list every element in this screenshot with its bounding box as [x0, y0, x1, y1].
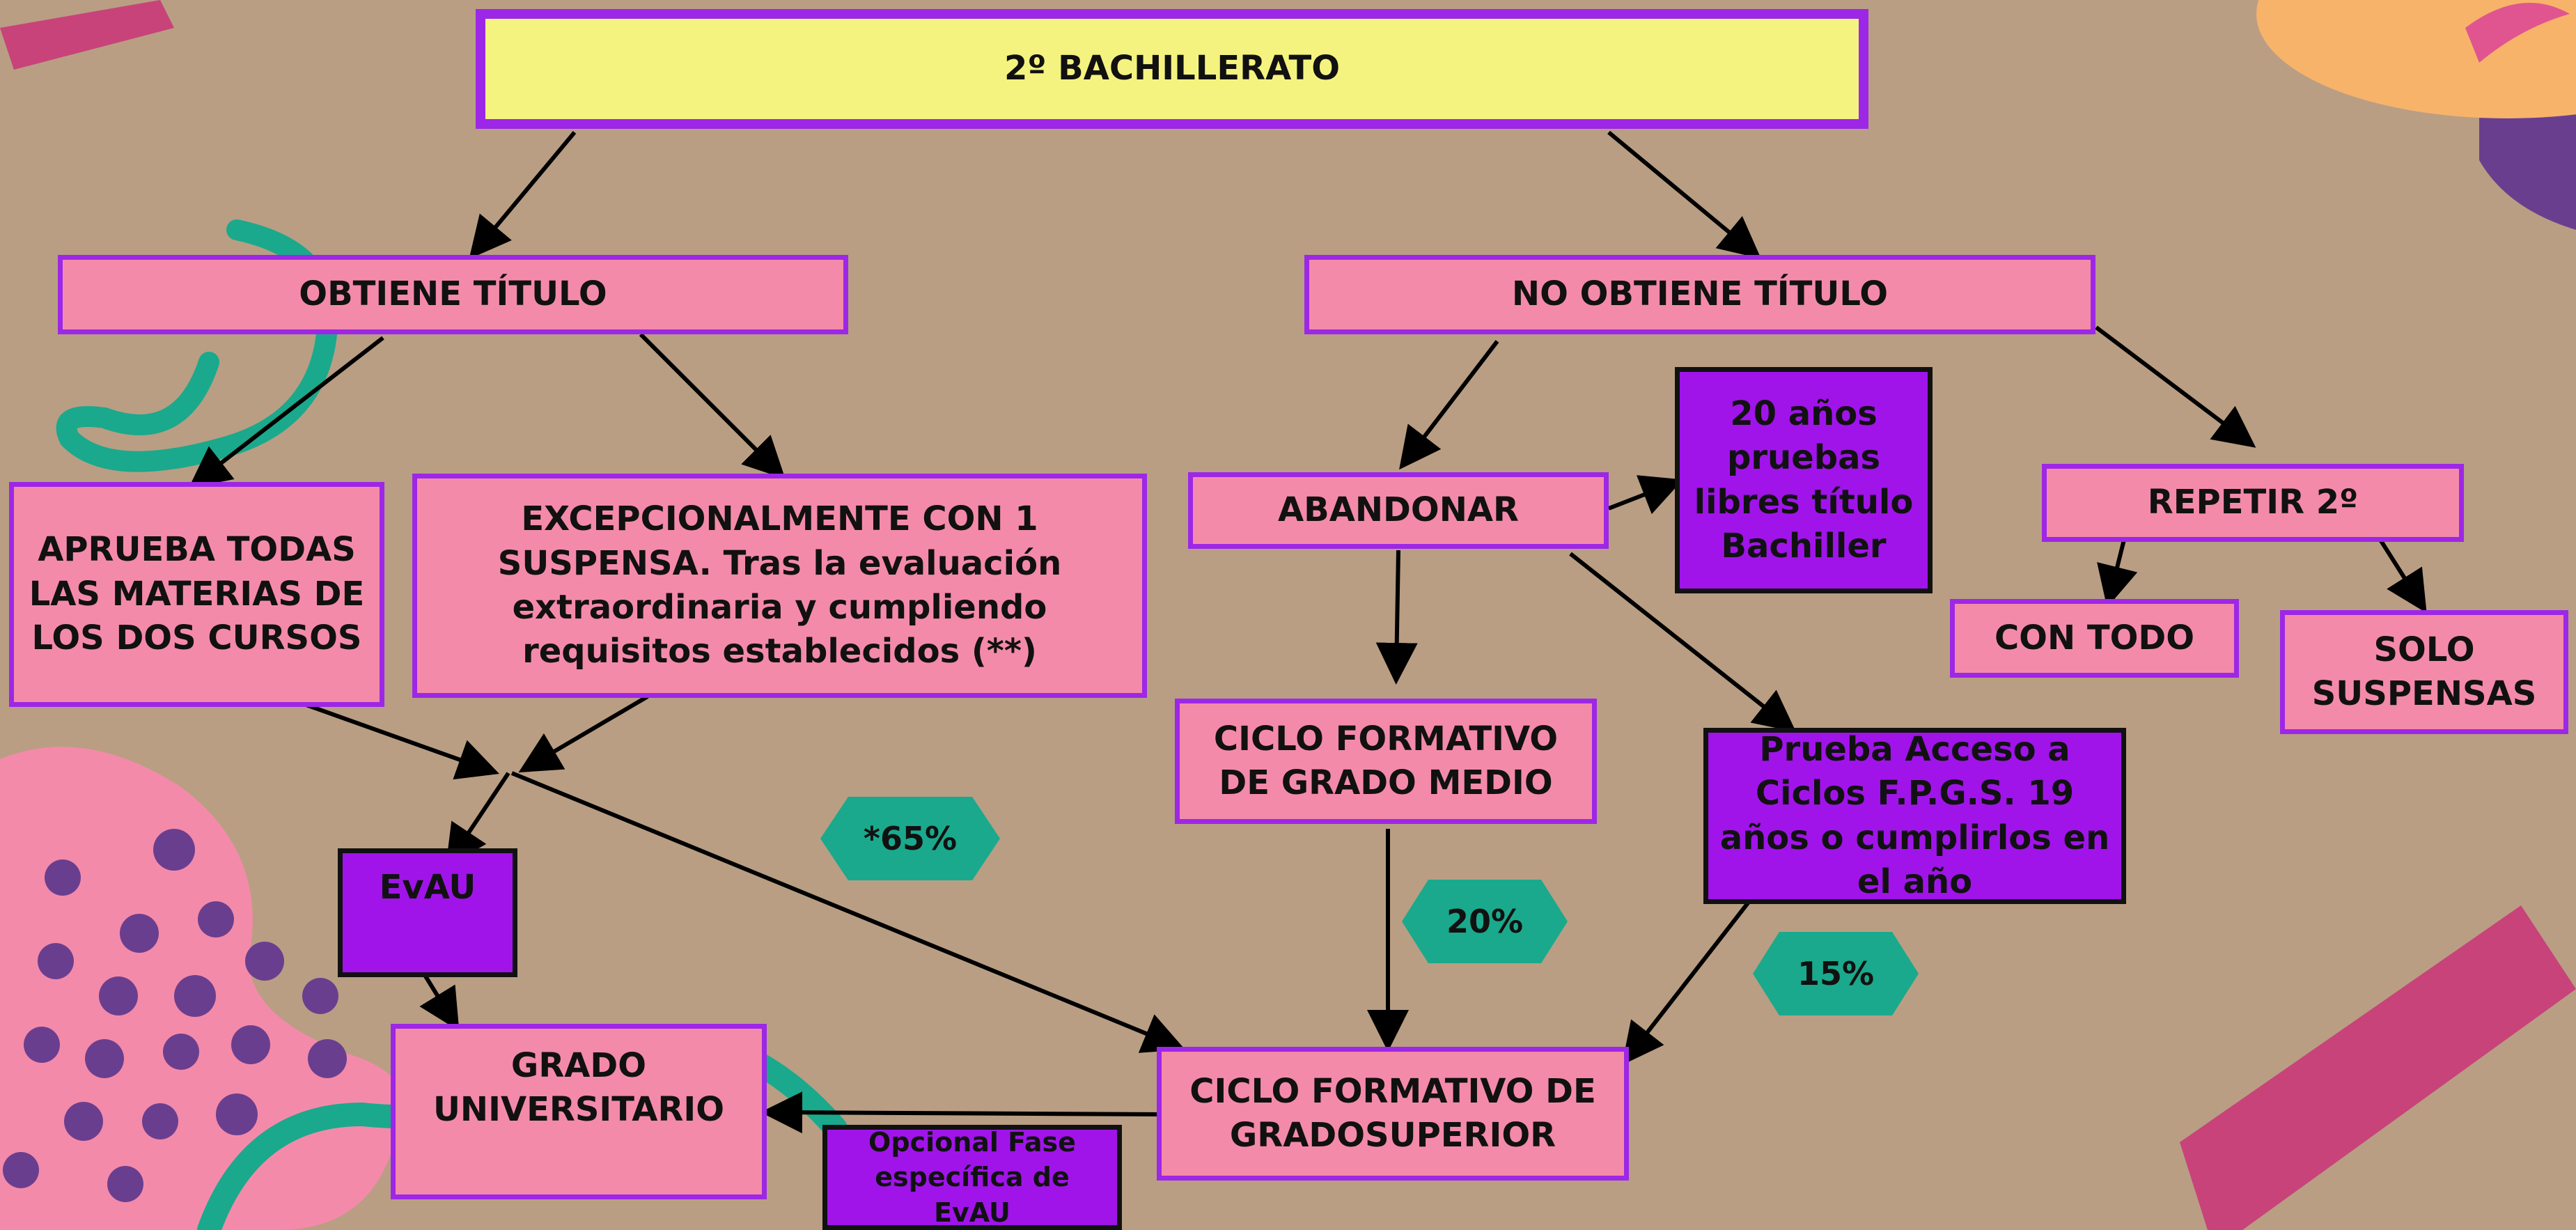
arrow	[1375, 550, 1418, 685]
percentage-65-label: *65%	[863, 820, 958, 857]
percentage-hexagon-20: 20%	[1402, 880, 1568, 963]
arrow	[291, 698, 499, 780]
arrow	[639, 332, 786, 479]
pruebas-libres-label: 20 años pruebas libres título Bachiller	[1694, 394, 1914, 566]
repetir-label: REPETIR 2º	[2147, 483, 2359, 522]
con-todo-box: CON TODO	[1950, 599, 2239, 678]
arrow	[1607, 130, 1761, 259]
arrow	[2097, 539, 2138, 608]
grid-tape-decoration	[2180, 905, 2576, 1230]
obtiene-titulo-box: OBTIENE TÍTULO	[58, 255, 848, 334]
dots-decoration	[3, 829, 347, 1202]
percentage-20-label: 20%	[1446, 903, 1524, 940]
arrow	[1399, 340, 1499, 470]
ciclo-medio-box: CICLO FORMATIVO DE GRADO MEDIO	[1175, 699, 1597, 824]
title-text: 2º BACHILLERATO	[1004, 49, 1341, 88]
ciclo-superior-label: CICLO FORMATIVO DE GRADOSUPERIOR	[1189, 1071, 1596, 1155]
hexagon-shape	[1753, 932, 1919, 1015]
arrow	[518, 694, 649, 773]
obtiene-titulo-label: OBTIENE TÍTULO	[299, 274, 607, 314]
hexagon-shape	[1402, 880, 1568, 963]
abandonar-box: ABANDONAR	[1188, 472, 1609, 549]
grado-universitario-box: GRADO UNIVERSITARIO	[391, 1024, 767, 1199]
ciclo-medio-label: CICLO FORMATIVO DE GRADO MEDIO	[1213, 719, 1559, 802]
ciclo-superior-box: CICLO FORMATIVO DE GRADOSUPERIOR	[1157, 1047, 1629, 1181]
percentage-15-label: 15%	[1797, 955, 1875, 992]
arrow	[2378, 538, 2427, 614]
con-todo-label: CON TODO	[1994, 618, 2195, 657]
hexagon-shape	[820, 797, 1000, 880]
percentage-hexagon-15: 15%	[1753, 932, 1919, 1015]
no-obtiene-titulo-box: NO OBTIENE TÍTULO	[1304, 255, 2095, 334]
arrow	[1569, 552, 1797, 733]
arrow	[760, 1091, 1160, 1134]
prueba-acceso-label: Prueba Acceso a Ciclos F.P.G.S. 19 años …	[1719, 729, 2110, 901]
arrow	[469, 131, 577, 259]
aprueba-todas-box: APRUEBA TODAS LAS MATERIAS DE LOS DOS CU…	[9, 482, 384, 707]
pruebas-libres-box: 20 años pruebas libres título Bachiller	[1675, 367, 1933, 593]
excepcionalmente-box: EXCEPCIONALMENTE CON 1 SUSPENSA. Tras la…	[412, 474, 1147, 698]
arrow	[1621, 897, 1754, 1066]
solo-suspensas-box: SOLO SUSPENSAS	[2280, 610, 2568, 734]
solo-suspensas-label: SOLO SUSPENSAS	[2311, 630, 2537, 713]
opcional-evau-box: Opcional Fase específica de EvAU	[822, 1125, 1122, 1230]
abandonar-label: ABANDONAR	[1278, 490, 1519, 530]
arrow	[419, 974, 460, 1032]
arrow	[446, 772, 510, 867]
grado-universitario-label: GRADO UNIVERSITARIO	[432, 1046, 725, 1130]
excepcionalmente-label: EXCEPCIONALMENTE CON 1 SUSPENSA. Tras la…	[497, 499, 1062, 671]
prueba-acceso-box: Prueba Acceso a Ciclos F.P.G.S. 19 años …	[1703, 728, 2126, 904]
repetir-box: REPETIR 2º	[2042, 464, 2464, 542]
evau-box: EvAU	[338, 848, 517, 977]
no-obtiene-titulo-label: NO OBTIENE TÍTULO	[1511, 274, 1889, 314]
title-box: 2º BACHILLERATO	[476, 9, 1868, 129]
aprueba-todas-label: APRUEBA TODAS LAS MATERIAS DE LOS DOS CU…	[29, 530, 365, 658]
evau-label: EvAU	[379, 868, 476, 907]
opcional-evau-label: Opcional Fase específica de EvAU	[868, 1127, 1076, 1228]
arrow	[188, 336, 384, 489]
arrow	[2095, 325, 2256, 448]
arrow	[1607, 475, 1683, 515]
percentage-hexagon-65: *65%	[820, 797, 1000, 880]
pink-squiggle-decoration	[2465, 3, 2570, 63]
arrow	[510, 771, 1185, 1053]
grid-tape-decoration	[0, 0, 174, 70]
